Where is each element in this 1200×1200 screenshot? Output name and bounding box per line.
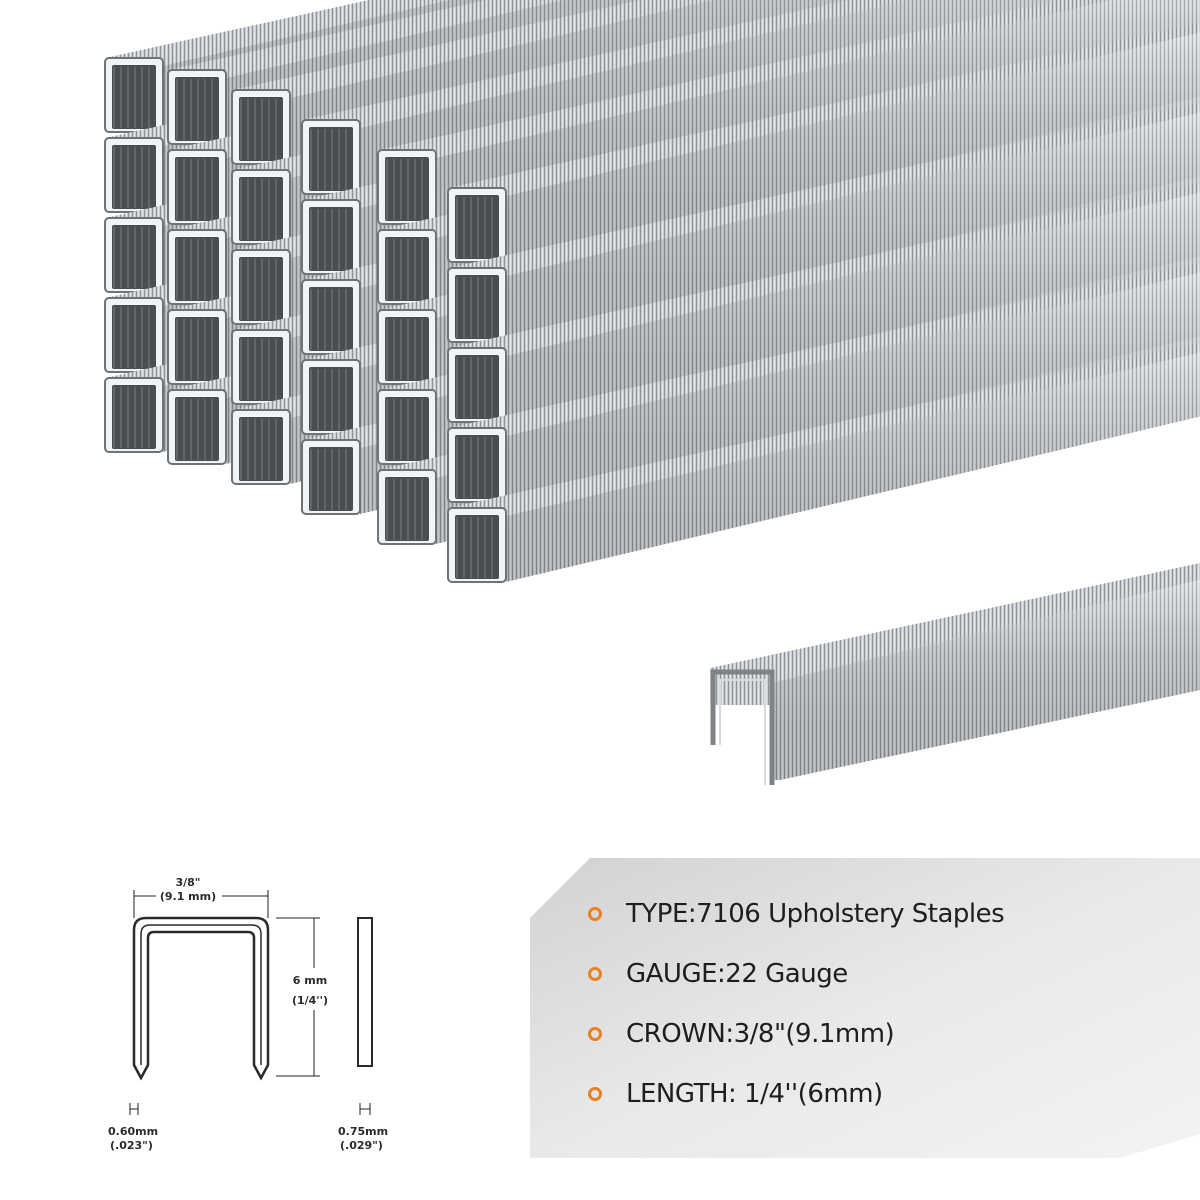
length-metric-label: 6 mm — [293, 974, 327, 987]
bullet-icon — [588, 1087, 602, 1101]
crown-metric-label: (9.1 mm) — [160, 890, 216, 903]
wire-thickness-inch-label: (.029") — [340, 1139, 383, 1152]
staple-front-icon — [132, 916, 270, 1081]
spec-gauge-text: GAUGE:22 Gauge — [626, 959, 848, 989]
spec-card-background — [530, 858, 1200, 1158]
spec-length-text: LENGTH: 1/4''(6mm) — [626, 1079, 883, 1109]
length-fraction-label: (1/4'') — [292, 994, 328, 1007]
bullet-icon — [588, 1027, 602, 1041]
bullet-icon — [588, 967, 602, 981]
spec-crown-text: CROWN:3/8"(9.1mm) — [626, 1019, 895, 1049]
bullet-icon — [588, 907, 602, 921]
wire-width-metric-label: 0.60mm — [108, 1125, 158, 1138]
staple-dimension-diagram: 3/8" (9.1 mm) 6 mm (1/4'') 0.60mm (.023"… — [108, 876, 388, 1152]
spec-length: LENGTH: 1/4''(6mm) — [588, 1064, 1004, 1124]
wire-width-inch-label: (.023") — [110, 1139, 153, 1152]
spec-type: TYPE:7106 Upholstery Staples — [588, 884, 1005, 944]
crown-fraction-label: 3/8" — [175, 876, 200, 889]
staple-side-icon — [357, 917, 373, 1067]
wire-thickness-metric-label: 0.75mm — [338, 1125, 388, 1138]
spec-card: TYPE:7106 Upholstery Staples GAUGE:22 Ga… — [530, 858, 1200, 1158]
spec-gauge: GAUGE:22 Gauge — [588, 944, 1004, 1004]
spec-type-text: TYPE:7106 Upholstery Staples — [626, 899, 1005, 929]
spec-crown: CROWN:3/8"(9.1mm) — [588, 1004, 1004, 1064]
staples-product-image — [104, 0, 1200, 785]
